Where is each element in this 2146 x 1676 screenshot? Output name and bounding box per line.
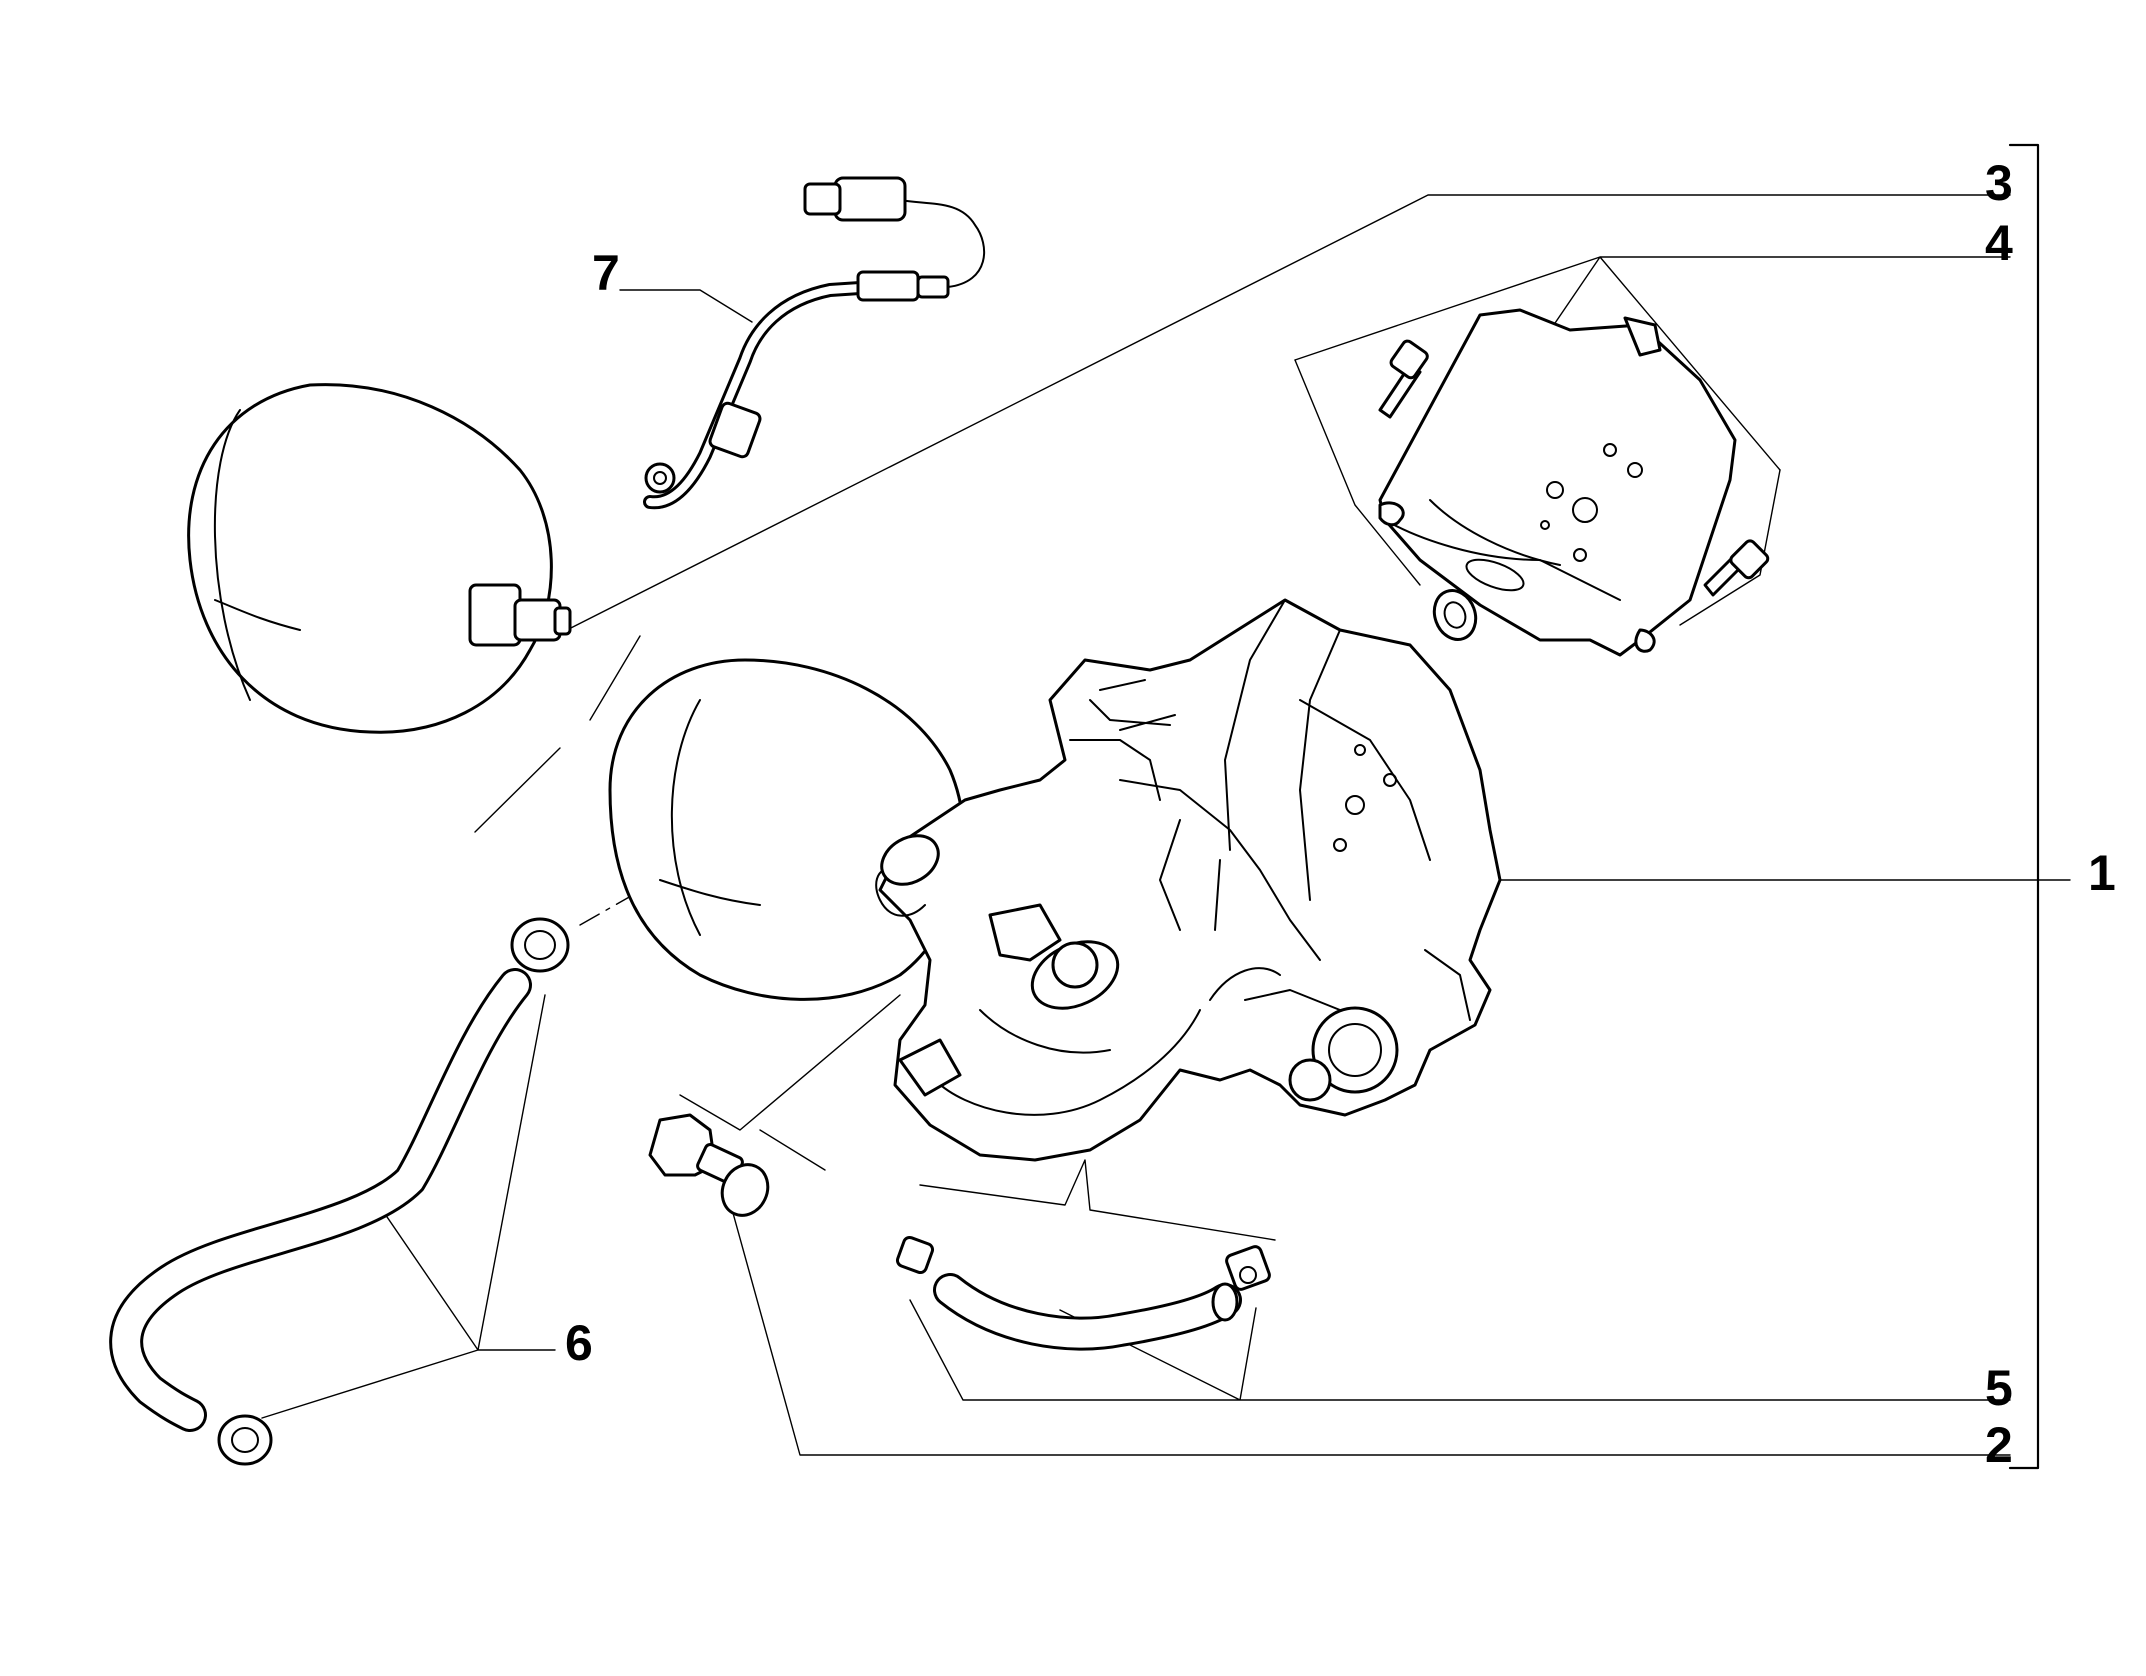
union-fitting-part-2 (648, 1113, 770, 1217)
electric-unit-part-4 (1378, 308, 1770, 657)
hose-part-6 (109, 917, 570, 1466)
upper-accumulator-sphere (187, 383, 572, 734)
callout-labels: 1 2 3 4 5 6 7 (565, 155, 2116, 1473)
lower-accumulator-sphere (608, 658, 966, 1001)
hose-part-5 (895, 1235, 1271, 1351)
callout-3: 3 (1985, 155, 2013, 211)
callout-4: 4 (1985, 215, 2013, 271)
callout-1: 1 (2088, 845, 2116, 901)
hydraulic-pump-unit-part-1 (875, 598, 1502, 1162)
callout-5: 5 (1985, 1360, 2013, 1416)
pressure-hose-part-7 (643, 176, 986, 510)
callout-7: 7 (592, 245, 620, 301)
callout-2: 2 (1985, 1417, 2013, 1473)
callout-6: 6 (565, 1315, 593, 1371)
group-bracket (2008, 143, 2040, 1470)
